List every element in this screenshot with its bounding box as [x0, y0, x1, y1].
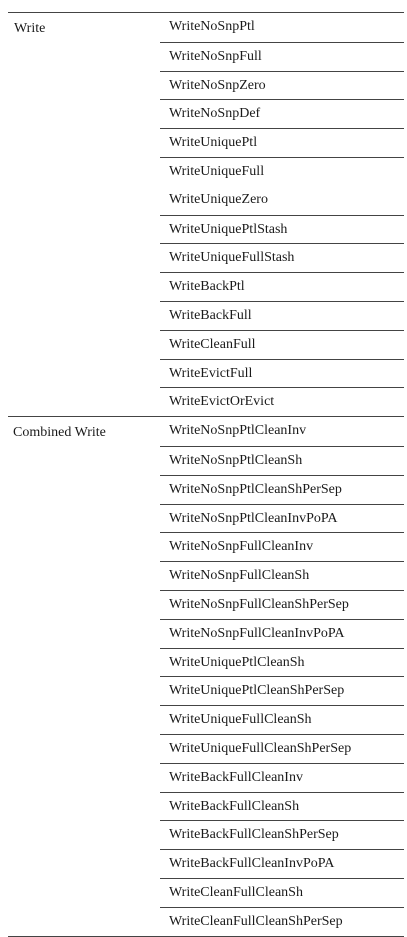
operation-cell: WriteNoSnpPtl — [169, 19, 255, 34]
operations-list-write: WriteNoSnpPtl WriteNoSnpFull WriteNoSnpZ… — [160, 13, 404, 416]
operation-cell: WriteBackFullCleanInvPoPA — [160, 849, 404, 878]
operation-cell: WriteNoSnpPtlCleanInvPoPA — [160, 503, 404, 533]
operation-cell: WriteNoSnpPtlCleanShPerSep — [160, 474, 404, 504]
category-label-write: Write — [14, 21, 46, 36]
operation-cell: WriteUniqueFullCleanShPerSep — [160, 733, 404, 763]
operation-cell: WriteUniqueFullCleanSh — [160, 705, 404, 734]
operation-cell: WriteNoSnpFull — [160, 41, 404, 71]
operation-cell: WriteUniquePtlCleanSh — [160, 647, 404, 677]
operation-cell: WriteUniqueFullStash — [160, 243, 404, 272]
operation-cell: WriteUniqueFull — [160, 156, 404, 186]
operation-cell: WriteBackFullCleanSh — [160, 791, 404, 821]
operation-cell: WriteCleanFullCleanShPerSep — [160, 906, 404, 936]
operation-cell: WriteNoSnpDef — [160, 99, 404, 128]
operation-cell: WriteNoSnpFullCleanSh — [160, 561, 404, 590]
operation-cell: WriteUniqueZero — [169, 191, 268, 207]
operation-cell: WriteNoSnpFullCleanInvPoPA — [160, 618, 404, 648]
operation-cell: WriteNoSnpPtlCleanInv — [169, 423, 307, 439]
operation-cell: WriteUniquePtlStash — [160, 214, 404, 244]
operation-cell: WriteEvictFull — [160, 358, 404, 388]
operation-cell: WriteNoSnpFullCleanInv — [160, 532, 404, 561]
operation-cell: WriteBackPtl — [160, 272, 404, 301]
operation-cell: WriteNoSnpZero — [160, 70, 404, 100]
operation-cell: WriteUniquePtl — [160, 128, 404, 157]
operation-cell: WriteUniquePtlCleanShPerSep — [160, 676, 404, 705]
operation-cell: WriteCleanFull — [160, 329, 404, 359]
group-write: Write WriteNoSnpPtl WriteNoSnpFull Write… — [8, 13, 404, 418]
operation-cell: WriteCleanFullCleanSh — [160, 877, 404, 907]
operation-cell: WriteBackFullCleanInv — [160, 762, 404, 792]
operation-cell: WriteNoSnpPtlCleanSh — [160, 445, 404, 475]
operation-cell: WriteEvictOrEvict — [160, 387, 404, 416]
operations-list-combined-write: WriteNoSnpPtlCleanInv WriteNoSnpPtlClean… — [160, 417, 404, 935]
operation-cell: WriteNoSnpFullCleanShPerSep — [160, 589, 404, 619]
operation-cell: WriteBackFull — [160, 300, 404, 330]
operation-cell: WriteBackFullCleanShPerSep — [160, 820, 404, 849]
category-label-combined-write: Combined Write — [13, 425, 106, 441]
write-operations-table: Write WriteNoSnpPtl WriteNoSnpFull Write… — [8, 12, 404, 937]
group-combined-write: Combined Write WriteNoSnpPtlCleanInv Wri… — [8, 417, 404, 937]
